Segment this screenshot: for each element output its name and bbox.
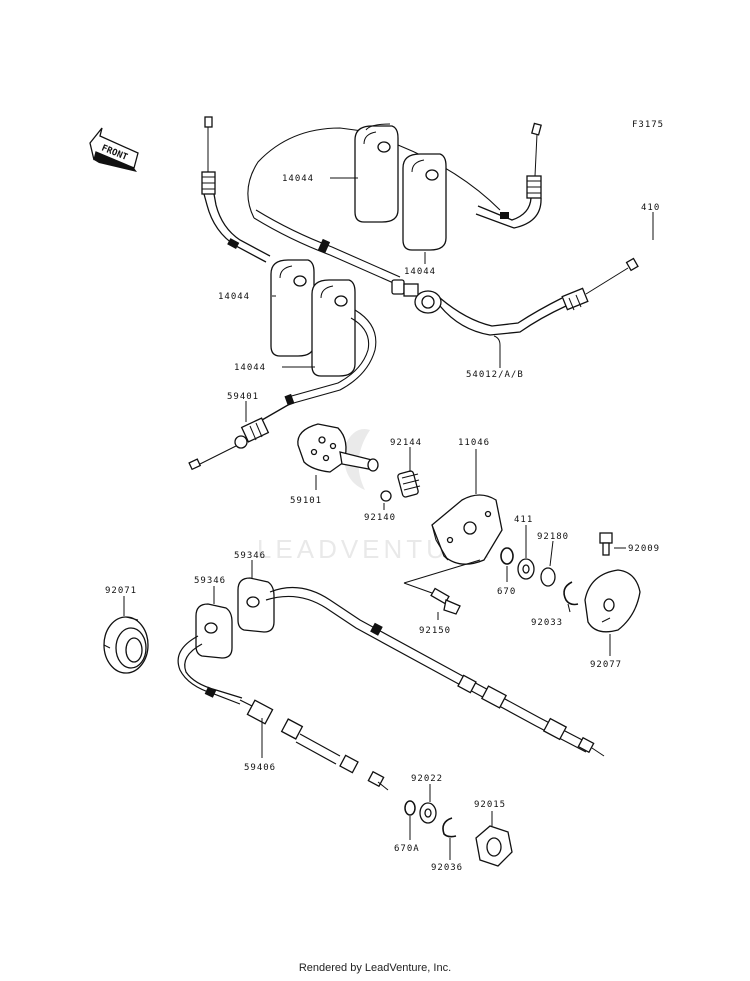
label-59101: 59101 xyxy=(290,496,322,506)
label-59346-a: 59346 xyxy=(194,576,226,586)
label-92071: 92071 xyxy=(105,586,137,596)
washer-92180 xyxy=(540,567,556,587)
label-14044-b: 14044 xyxy=(404,267,436,277)
cover-92077 xyxy=(584,569,641,633)
spring-92144 xyxy=(397,470,421,498)
label-92015: 92015 xyxy=(474,800,506,810)
label-92150: 92150 xyxy=(419,626,451,636)
bolt-92150 xyxy=(403,559,481,615)
label-92033: 92033 xyxy=(531,618,563,628)
label-14044-d: 14044 xyxy=(234,363,266,373)
label-14044-c: 14044 xyxy=(218,292,250,302)
pad-14044-lower-right xyxy=(311,279,356,377)
label-59406: 59406 xyxy=(244,763,276,773)
label-411: 411 xyxy=(514,515,533,525)
cable-59406 xyxy=(177,586,605,791)
clip-92033 xyxy=(563,581,579,606)
label-670a: 670A xyxy=(394,844,420,854)
oring-670 xyxy=(500,547,514,565)
label-92144: 92144 xyxy=(390,438,422,448)
front-arrow-icon: FRONT xyxy=(89,127,139,172)
pad-14044-upper-left xyxy=(354,123,399,223)
rendered-by-footer: Rendered by LeadVenture, Inc. xyxy=(298,962,452,974)
holder-59346-upper xyxy=(237,577,275,633)
label-410: 410 xyxy=(641,203,660,213)
label-92140: 92140 xyxy=(364,513,396,523)
label-92009: 92009 xyxy=(628,544,660,554)
bushing-92071 xyxy=(103,616,149,674)
label-92077: 92077 xyxy=(590,660,622,670)
label-54012: 54012/A/B xyxy=(466,370,524,380)
label-92022: 92022 xyxy=(411,774,443,784)
bolt-92009 xyxy=(599,532,613,556)
pad-14044-lower-left xyxy=(270,259,315,357)
label-92036: 92036 xyxy=(431,863,463,873)
nut-92015 xyxy=(475,825,513,867)
figure-code: F3175 xyxy=(632,120,664,130)
oring-670a xyxy=(404,800,416,816)
label-14044-a: 14044 xyxy=(282,174,314,184)
leader-lines xyxy=(123,177,654,860)
ball-92140 xyxy=(380,490,392,502)
label-670: 670 xyxy=(497,587,516,597)
washer-92022 xyxy=(419,802,437,824)
label-92180: 92180 xyxy=(537,532,569,542)
label-59346-b: 59346 xyxy=(234,551,266,561)
housing-11046 xyxy=(431,494,503,565)
label-11046: 11046 xyxy=(458,438,490,448)
pad-14044-upper-right xyxy=(402,153,447,251)
label-59401: 59401 xyxy=(227,392,259,402)
washer-411 xyxy=(517,558,535,580)
cable-59401 xyxy=(188,309,377,471)
lever-59101 xyxy=(297,423,379,473)
holder-59346-lower xyxy=(195,603,233,659)
throttle-cable-54012 xyxy=(201,116,639,336)
clip-92036 xyxy=(442,817,457,838)
